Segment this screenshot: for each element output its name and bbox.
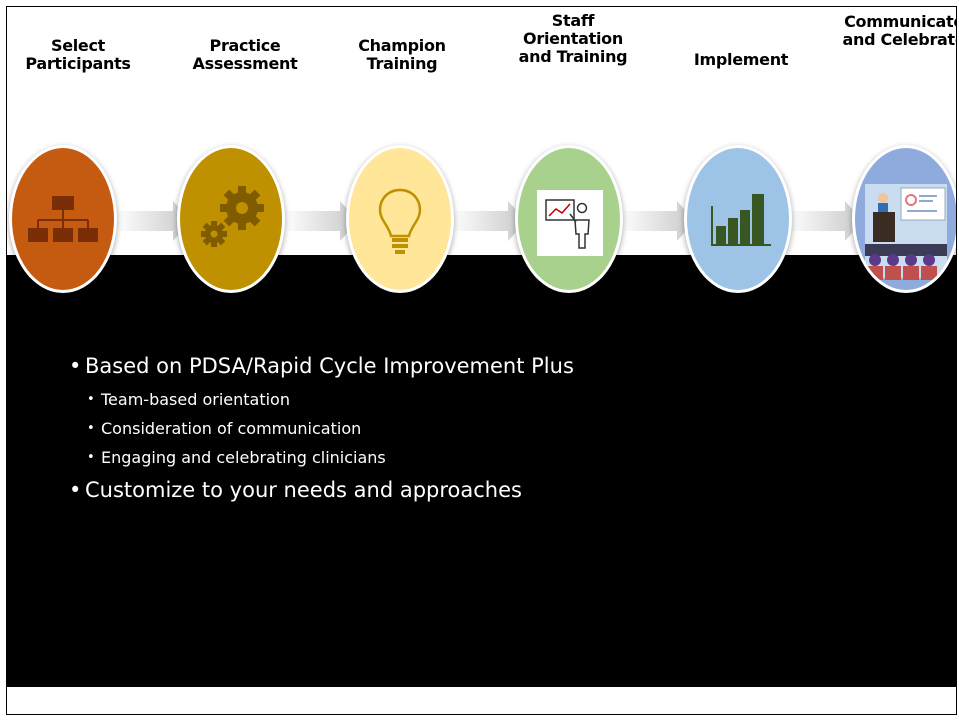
step-label-staff-orientation: Staff Orientation and Training <box>518 11 628 66</box>
arrow-icon <box>115 201 191 241</box>
sub-bullet-text: Engaging and celebrating clinicians <box>101 448 386 467</box>
step-oval-implement <box>684 145 792 293</box>
org-chart-icon <box>28 196 98 242</box>
sub-bullet-text: Consideration of communication <box>101 419 362 438</box>
bullet-list: • Based on PDSA/Rapid Cycle Improvement … <box>69 352 574 513</box>
step-oval-practice-assessment <box>177 145 285 293</box>
sub-bullet-item: • Engaging and celebrating clinicians <box>87 448 386 467</box>
arrow-icon <box>619 201 695 241</box>
bullet-item: • Based on PDSA/Rapid Cycle Improvement … <box>69 352 574 381</box>
step-label-communicate-celebrate: Communicate and Celebrate <box>842 12 957 49</box>
step-label-select-participants: Select Participants <box>25 36 131 73</box>
presentation-audience-icon <box>865 184 947 280</box>
step-label-champion-training: Champion Training <box>358 36 446 73</box>
presenter-icon <box>537 190 603 256</box>
step-oval-communicate-celebrate <box>852 145 956 293</box>
content-panel <box>7 255 956 687</box>
sub-bullet-text: Team-based orientation <box>101 390 290 409</box>
slide: Select Participants Practice Assessment … <box>6 6 957 715</box>
gears-icon <box>201 186 264 247</box>
step-label-implement: Implement <box>693 50 789 69</box>
step-label-practice-assessment: Practice Assessment <box>192 36 298 73</box>
bullet-text: Based on PDSA/Rapid Cycle Improvement Pl… <box>85 354 574 378</box>
step-oval-staff-orientation <box>515 145 623 293</box>
bullet-text: Customize to your needs and approaches <box>85 478 522 502</box>
bullet-item: • Customize to your needs and approaches <box>69 476 574 505</box>
step-oval-champion-training <box>346 145 454 293</box>
arrow-icon <box>787 201 863 241</box>
arrow-icon <box>282 201 358 241</box>
sub-bullet-item: • Team-based orientation <box>87 390 290 409</box>
step-oval-select-participants <box>9 145 117 293</box>
bar-chart-icon <box>711 194 771 246</box>
lightbulb-icon <box>378 188 422 254</box>
sub-bullet-item: • Consideration of communication <box>87 419 362 438</box>
arrow-icon <box>450 201 526 241</box>
